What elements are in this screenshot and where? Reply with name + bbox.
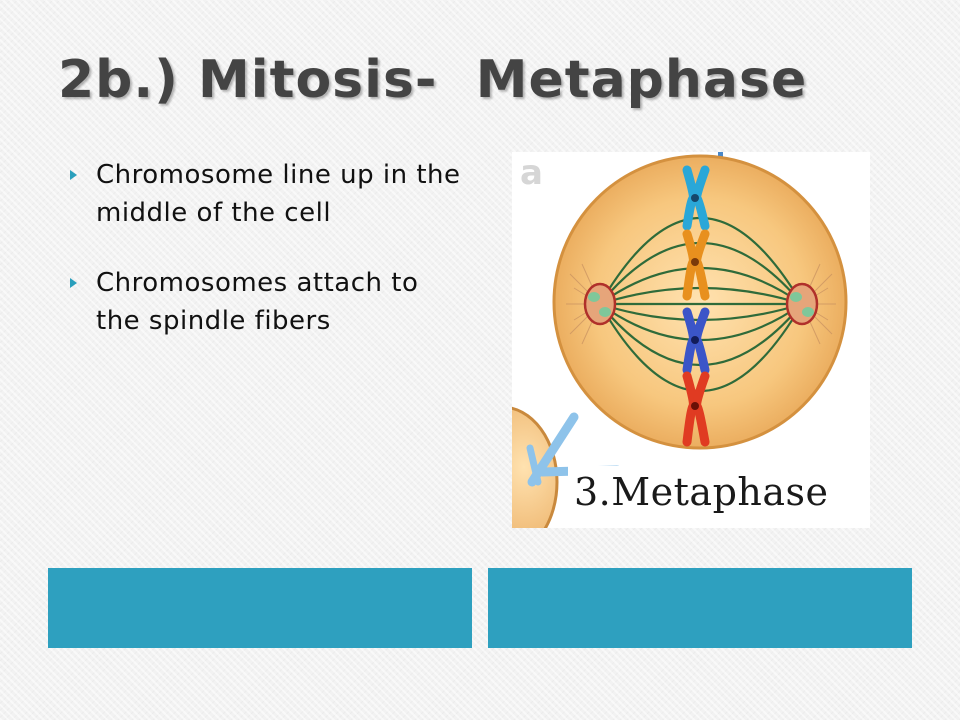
chromosome-cyan xyxy=(682,165,710,231)
footer-bar-left xyxy=(48,568,472,648)
right-centrosome xyxy=(785,263,836,345)
chromosome-blue xyxy=(682,307,710,375)
metaphase-cell-diagram: a xyxy=(512,152,848,528)
cell-membrane xyxy=(552,154,848,450)
panel-letter: a xyxy=(520,153,543,193)
left-centrosome xyxy=(566,263,617,345)
footer-bar-right xyxy=(488,568,912,648)
bullet-text: Chromosomes attach to the spindle fibers xyxy=(96,268,419,336)
bullet-text: Chromosome line up in the middle of the … xyxy=(96,160,461,228)
slide-title: 2b.) Mitosis- Metaphase xyxy=(58,50,808,110)
chromosome-orange xyxy=(682,229,710,301)
bullet-list: Chromosome line up in the middle of the … xyxy=(70,156,470,372)
triangle-right-icon xyxy=(70,170,77,180)
bullet-item: Chromosome line up in the middle of the … xyxy=(70,156,470,232)
figure-caption: 3.Metaphase xyxy=(574,470,829,514)
bullet-item: Chromosomes attach to the spindle fibers xyxy=(70,264,470,340)
triangle-right-icon xyxy=(70,278,77,288)
chromosome-red xyxy=(682,371,710,447)
metaphase-illustration: a xyxy=(512,152,870,528)
